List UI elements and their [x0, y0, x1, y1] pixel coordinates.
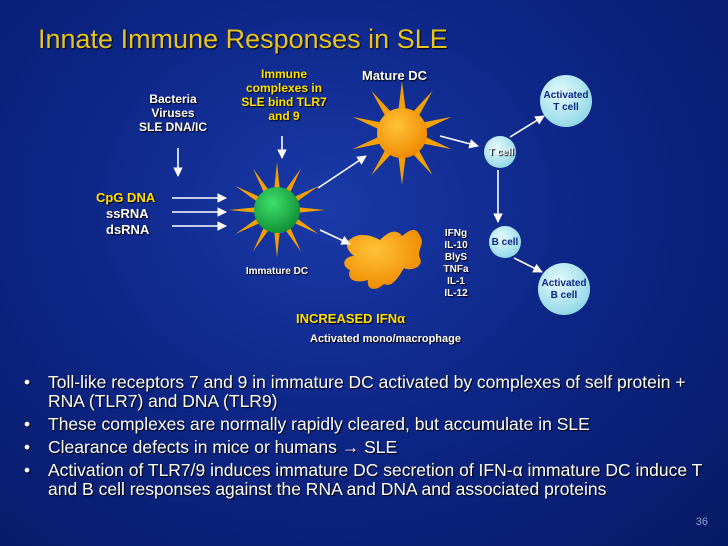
bullet-glyph: •	[24, 372, 31, 392]
bullet-glyph: •	[24, 437, 31, 457]
label-immune-complexes-line-4: and 9	[268, 109, 300, 123]
star-ray	[274, 162, 280, 191]
label-t-cell: T cell	[488, 147, 514, 158]
label-sle-dna-ic: SLE DNA/IC	[138, 120, 207, 134]
arrow-to-mature-dc	[317, 155, 367, 189]
page-number: 36	[695, 516, 708, 528]
label-activated-b-cell: Activated B cell	[538, 278, 590, 302]
activated-t-cell-circle	[540, 75, 592, 127]
label-viruses: Viruses	[151, 106, 195, 120]
label-immune-complexes-line-3: SLE bind TLR7	[241, 95, 327, 109]
bullet-item: • Toll-like receptors 7 and 9 in immature…	[22, 373, 712, 411]
label-immature-dc: Immature DC	[245, 266, 309, 277]
immature-dc-cell	[229, 162, 325, 258]
bullet-glyph: •	[24, 414, 31, 434]
star-ray	[253, 168, 270, 195]
label-ssrna: ssRNA	[106, 206, 149, 221]
star-ray	[371, 90, 393, 118]
bullet-text: Activation of TLR7/9 induces immature DC…	[48, 460, 702, 499]
star-ray	[352, 116, 383, 130]
label-immune-complexes: Immune complexes in SLE bind TLR7 and 9	[232, 67, 336, 123]
arrow-bcell-to-activated	[513, 257, 543, 273]
star-ray	[398, 81, 406, 112]
arrow-to-macrophage	[319, 229, 351, 245]
star-ray	[235, 217, 262, 234]
b-cell-circle	[489, 226, 521, 258]
t-cell-circle	[484, 136, 516, 168]
bullet-text: Clearance defects in mice or humans → SL…	[48, 437, 398, 457]
bullet-text: Toll-like receptors 7 and 9 in immature …	[48, 372, 686, 411]
label-increased-ifn: INCREASED IFNα	[296, 311, 406, 326]
arrow-mature-to-tcell	[439, 135, 479, 149]
label-activated-mono: Activated mono/macrophage	[310, 333, 461, 345]
slide-title: Innate Immune Responses in SLE	[38, 24, 448, 54]
star-ray	[284, 168, 301, 195]
label-activated-t-cell: Activated T cell	[540, 90, 592, 114]
bullet-item: • Clearance defects in mice or humans → S…	[22, 438, 712, 457]
star-ray	[421, 116, 452, 130]
label-b-cell: B cell	[491, 237, 519, 248]
label-activated-b-line-1: Activated	[541, 278, 587, 289]
cytokine-blys: BlyS	[444, 252, 468, 263]
mature-dc-rays	[352, 81, 452, 185]
bullet-text: These complexes are normally rapidly cle…	[48, 414, 590, 434]
bullet-list: • Toll-like receptors 7 and 9 in immature…	[22, 373, 712, 503]
label-immune-complexes-line-2: complexes in	[245, 81, 323, 95]
star-ray	[235, 186, 262, 203]
bullet-item: • These complexes are normally rapidly cl…	[22, 415, 712, 434]
bullet-item: • Activation of TLR7/9 induces immature D…	[22, 461, 712, 499]
cytokine-il10: IL-10	[444, 240, 468, 251]
macrophage-shape	[344, 229, 422, 289]
star-ray	[411, 90, 433, 118]
bullet-glyph: •	[24, 460, 31, 480]
mature-dc-body	[377, 108, 427, 158]
cytokine-il1: IL-1	[447, 276, 465, 287]
immature-dc-rays	[229, 162, 325, 258]
label-pathogens: Bacteria Viruses SLE DNA/IC	[130, 92, 216, 134]
label-bacteria: Bacteria	[149, 92, 197, 106]
star-ray	[421, 136, 452, 150]
star-ray	[352, 136, 383, 150]
star-ray	[292, 186, 319, 203]
cytokine-tnfa: TNFa	[443, 264, 469, 275]
arrow-tcell-to-activated	[509, 115, 545, 138]
activated-b-cell-circle	[538, 263, 590, 315]
star-ray	[253, 225, 270, 252]
star-ray	[398, 154, 406, 185]
cytokine-ifng: IFNg	[444, 228, 468, 239]
label-activated-t-line-2: T cell	[553, 102, 579, 113]
star-ray	[292, 217, 319, 234]
star-ray	[371, 148, 393, 176]
label-cpg-dna: CpG DNA	[96, 190, 156, 205]
label-activated-t-line-1: Activated	[543, 90, 589, 101]
label-dsrna: dsRNA	[106, 222, 150, 237]
star-ray	[274, 229, 280, 258]
star-ray	[296, 207, 325, 213]
immature-dc-body	[254, 187, 300, 233]
mature-dc-cell	[352, 81, 452, 185]
label-activated-b-line-2: B cell	[550, 290, 578, 301]
cytokine-il12: IL-12	[444, 288, 468, 299]
star-ray	[284, 225, 301, 252]
cytokine-list: IFNg IL-10 BlyS TNFa IL-1 IL-12	[436, 228, 476, 300]
label-mature-dc: Mature DC	[362, 68, 428, 83]
star-ray	[229, 207, 258, 213]
star-ray	[411, 148, 433, 176]
label-immune-complexes-line-1: Immune	[260, 67, 307, 81]
